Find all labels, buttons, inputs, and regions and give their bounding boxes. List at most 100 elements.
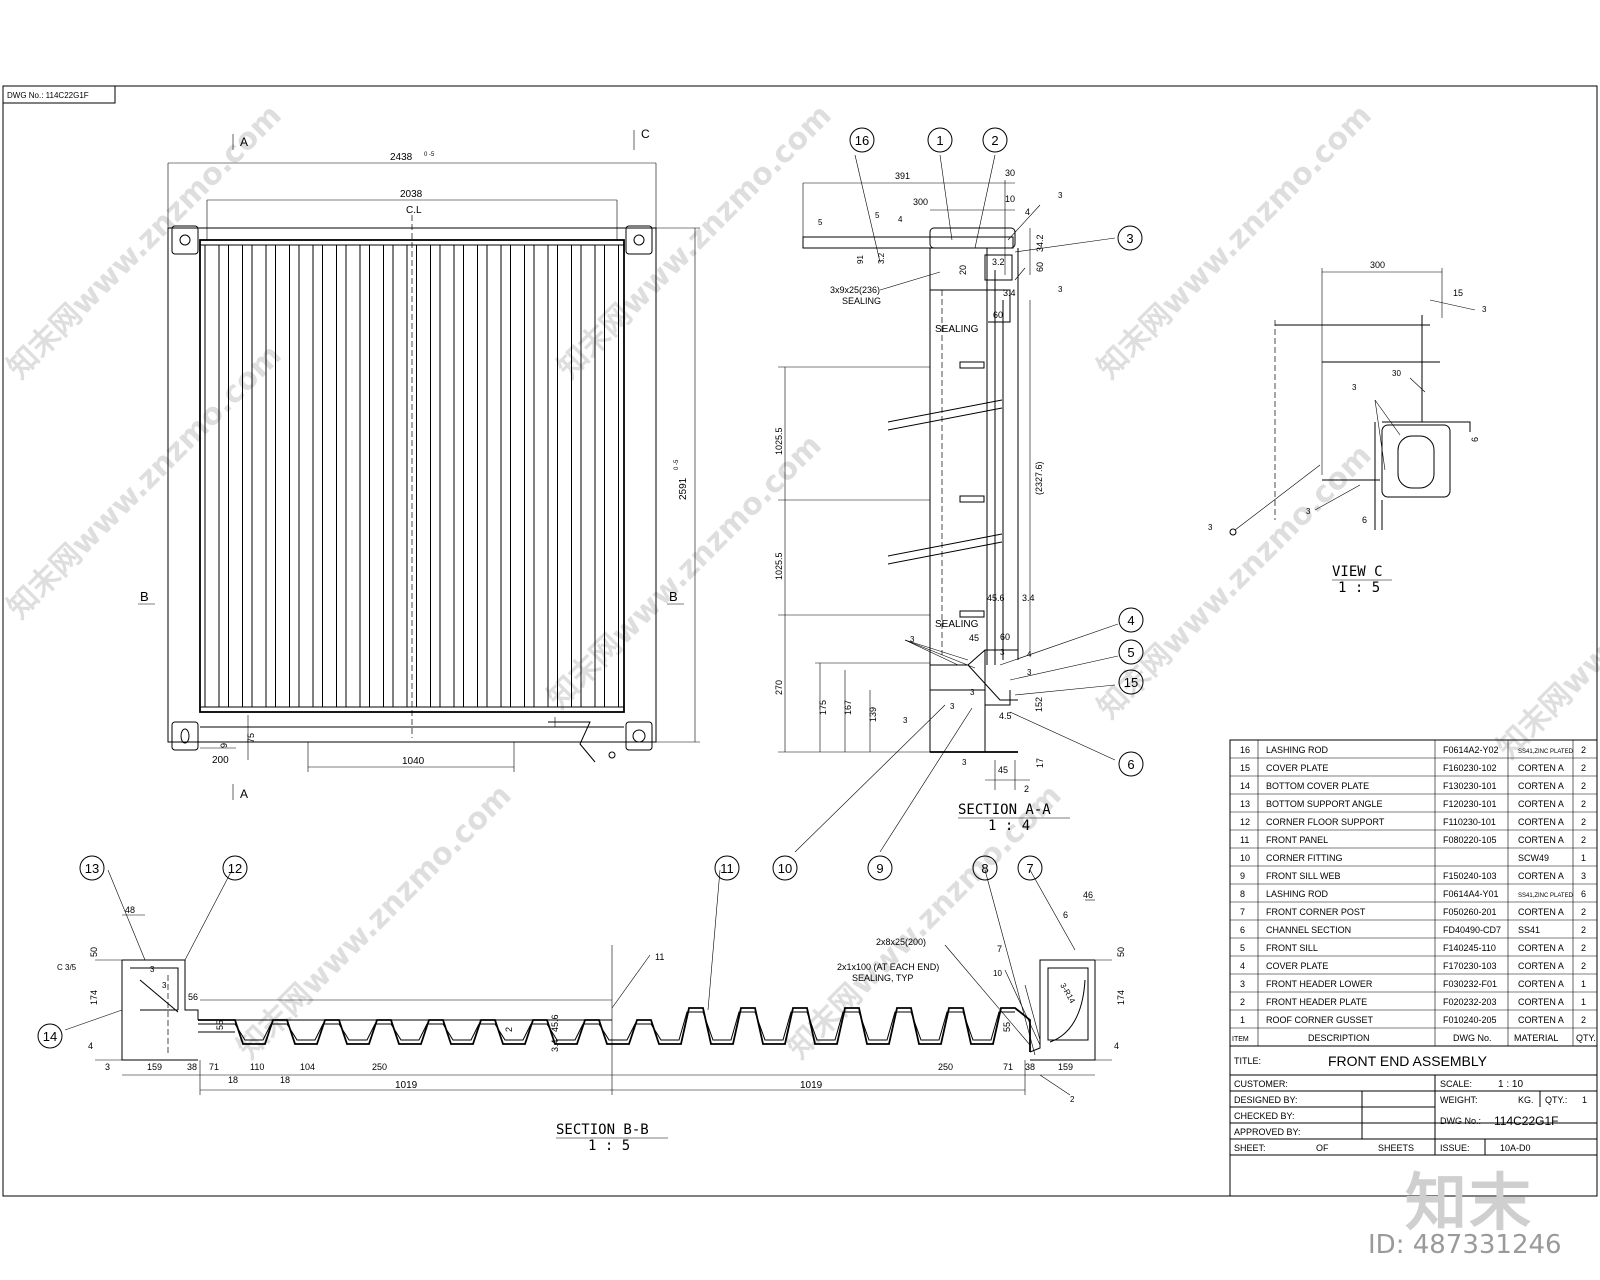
sec-bb-dim-21: 71 (1003, 1062, 1013, 1072)
bom-cell: FRONT PANEL (1266, 835, 1328, 845)
bom-header-cell: DWG No. (1453, 1033, 1492, 1043)
bom-cell: 2 (1581, 745, 1586, 755)
svg-text:10: 10 (778, 861, 792, 876)
sec-aa-dim-26: 152 (1034, 697, 1044, 712)
sec-aa-dim-5: 34.2 (1035, 234, 1045, 252)
sec-bb-dim-16: 18 (228, 1075, 238, 1085)
sec-bb-dim-15: 3.4 (550, 1039, 560, 1052)
tb-dwg-value: 114C22G1F (1494, 1114, 1558, 1128)
lashing-rods (887, 361, 1003, 618)
bom-cell: 14 (1240, 781, 1250, 791)
svg-text:8: 8 (981, 861, 988, 876)
sec-bb-dim-17: 18 (280, 1075, 290, 1085)
sec-bb-dim-0: 48 (125, 905, 135, 915)
svg-text:1: 1 (936, 133, 943, 148)
sec-aa-dim-1: 300 (913, 197, 928, 207)
balloon-7: 7 (1017, 855, 1043, 881)
sec-aa-dim-29: 17 (1035, 758, 1045, 768)
bom-cell: F010240-205 (1443, 1015, 1497, 1025)
balloon-3: 3 (1117, 225, 1143, 251)
sec-bb-dim-23: 159 (1058, 1062, 1073, 1072)
sec-bb-dim-5: 159 (147, 1062, 162, 1072)
svg-text:13: 13 (85, 861, 99, 876)
sec-bb-dim-20: 250 (938, 1062, 953, 1072)
sec-bb-note-6: 2 (1070, 1095, 1075, 1104)
svg-text:9: 9 (876, 861, 883, 876)
sec-bb-dim-18: 1019 (395, 1080, 418, 1091)
sec-bb-note-3: C 3/5 (57, 963, 77, 972)
bom-cell: F030232-F01 (1443, 979, 1497, 989)
bom-cell: COVER PLATE (1266, 961, 1328, 971)
bom-cell: CHANNEL SECTION (1266, 925, 1351, 935)
bom-cell: F0614A4-Y01 (1443, 889, 1499, 899)
sec-bb-dim-24: 46 (1083, 890, 1093, 900)
section-bb-profile (198, 1007, 1031, 1052)
bom-cell: CORTEN A (1518, 799, 1564, 809)
center-line-label: C.L (406, 205, 422, 216)
bom-cell: 6 (1240, 925, 1245, 935)
bom-cell: 7 (1240, 907, 1245, 917)
tb-title-value: FRONT END ASSEMBLY (1328, 1053, 1488, 1069)
svg-text:11: 11 (720, 861, 734, 876)
sec-bb-dim-25: 6 (1063, 910, 1068, 920)
svg-text:14: 14 (43, 1029, 57, 1044)
bom-cell: 8 (1240, 889, 1245, 899)
view-c-dim-5: 3 (1306, 507, 1311, 516)
bom-cell: SCW49 (1518, 853, 1549, 863)
dim-overall-width: 2438 (390, 152, 413, 163)
balloon-8: 8 (972, 855, 998, 881)
sec-bb-dim-3: 4 (88, 1041, 93, 1051)
tb-customer: CUSTOMER: (1234, 1079, 1288, 1089)
bom-cell: 3 (1240, 979, 1245, 989)
bom-cell: 2 (1240, 997, 1245, 1007)
watermark-9: 知末网www.znzmo.com (1491, 478, 1600, 766)
bom-cell: 1 (1240, 1015, 1245, 1025)
balloon-14: 14 (37, 1023, 63, 1049)
sec-bb-dim-4: 3 (105, 1062, 110, 1072)
sec-aa-weld-6: 3 (1027, 668, 1032, 677)
dwg-number-box (2, 85, 116, 104)
bom-cell: CORTEN A (1518, 1015, 1564, 1025)
bom-cell: CORTEN A (1518, 907, 1564, 917)
svg-text:7: 7 (1026, 861, 1033, 876)
sec-bb-dim-11: 56 (188, 992, 198, 1002)
balloon-11: 11 (714, 855, 740, 881)
sec-aa-dim-24: 60 (1000, 632, 1010, 642)
bom-cell: CORNER FLOOR SUPPORT (1266, 817, 1385, 827)
view-c-scale: 1 : 5 (1338, 580, 1380, 596)
svg-text:2: 2 (991, 133, 998, 148)
sec-bb-dim-10: 250 (372, 1062, 387, 1072)
watermark-id: ID: 487331246 (1368, 1230, 1562, 1260)
watermark-4: 知末网www.znzmo.com (1, 338, 289, 626)
dim-9: 9 (219, 743, 229, 748)
sec-bb-dim-30: 7 (997, 944, 1002, 954)
sec-aa-dim-25: 45 (969, 633, 979, 643)
bom-cell: CORTEN A (1518, 871, 1564, 881)
sec-aa-dim-30: 2 (1024, 784, 1029, 794)
bom-cell: LASHING ROD (1266, 745, 1329, 755)
bom-cell: 2 (1581, 781, 1586, 791)
bom-cell: CORNER FITTING (1266, 853, 1343, 863)
bom-header-cell: QTY. (1576, 1033, 1596, 1043)
bom-cell: BOTTOM SUPPORT ANGLE (1266, 799, 1383, 809)
sec-aa-dim-16: 1025.5 (774, 552, 784, 580)
svg-text:15: 15 (1124, 675, 1138, 690)
tb-title-label: TITLE: (1234, 1056, 1261, 1066)
bom-cell: COVER PLATE (1266, 763, 1328, 773)
tb-scale-label: SCALE: (1440, 1079, 1472, 1089)
bom-cell: 2 (1581, 799, 1586, 809)
dwg-number-box-text: DWG No.: 114C22G1F (7, 91, 89, 100)
tb-approved: APPROVED BY: (1234, 1127, 1301, 1137)
sec-bb-note-1: 2x1x100 (AT EACH END) (837, 962, 939, 972)
sec-aa-dim-4: 4 (1025, 207, 1030, 217)
bom-cell: 12 (1240, 817, 1250, 827)
sec-aa-weld-3: 5 (818, 218, 823, 227)
view-c-dim-4: 6 (1470, 437, 1480, 442)
sec-aa-dim-23: 3.4 (1022, 593, 1035, 603)
sec-aa-dim-14: 60 (993, 310, 1003, 320)
bom-cell: LASHING ROD (1266, 889, 1329, 899)
sec-aa-dim-15: 1025.5 (774, 427, 784, 455)
sec-aa-dim-3: 10 (1005, 194, 1015, 204)
watermark-brand: 知末 (1405, 1166, 1534, 1239)
tb-scale-value: 1 : 10 (1498, 1079, 1523, 1090)
